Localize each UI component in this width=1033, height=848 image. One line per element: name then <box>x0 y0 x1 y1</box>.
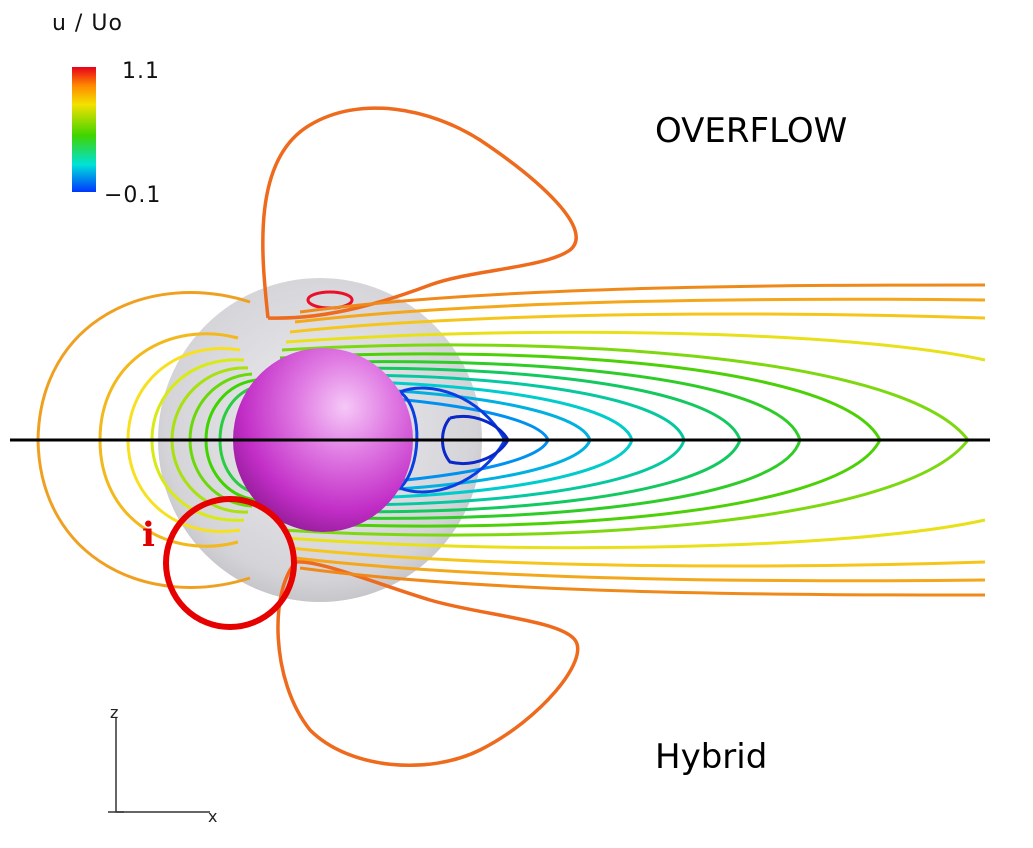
contour-line <box>289 546 986 568</box>
axis-triad <box>108 718 210 813</box>
contour-line <box>294 556 986 583</box>
contour-line <box>294 297 986 324</box>
wake-contours-bottom <box>279 439 986 597</box>
bottom-lobe-contour <box>276 560 580 767</box>
recirculation-contour-outer <box>397 386 507 494</box>
top-lobe-contour <box>261 106 578 320</box>
recirculation-contour-inner <box>441 415 510 465</box>
colorbar-min-label: −0.1 <box>104 183 161 208</box>
z-axis-label: z <box>110 703 118 722</box>
contour-line <box>281 439 970 537</box>
colorbar-title: u / Uo <box>52 11 123 36</box>
contour-line <box>281 343 970 441</box>
contour-line <box>285 330 986 362</box>
x-axis-label: x <box>208 807 217 826</box>
colorbar-max-label: 1.1 <box>122 59 160 84</box>
contour-line <box>299 283 986 314</box>
top-region-label: OVERFLOW <box>655 111 847 151</box>
bottom-region-label: Hybrid <box>655 737 767 777</box>
contour-line <box>279 439 882 528</box>
contour-line <box>289 312 986 334</box>
marker-label: i <box>142 515 155 555</box>
contour-line <box>279 352 882 441</box>
contour-line <box>299 566 986 597</box>
colorbar <box>72 67 96 192</box>
highlight-circle <box>163 496 297 630</box>
contour-line <box>285 518 986 550</box>
